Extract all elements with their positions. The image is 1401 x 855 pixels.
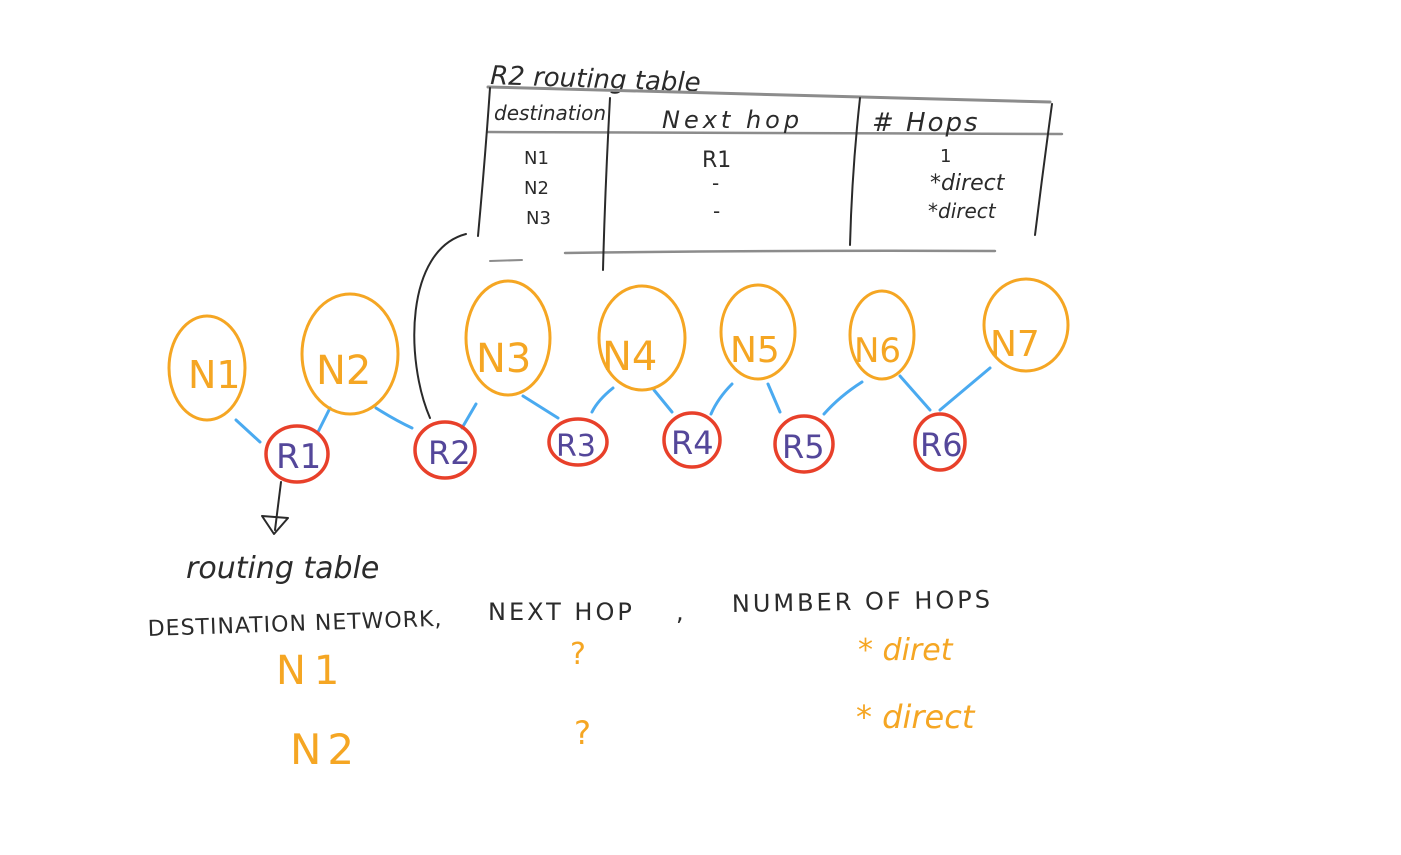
network-node-n1-outline <box>167 314 247 422</box>
link-n4-r3 <box>590 386 615 414</box>
row2-next-hop: - <box>712 171 719 195</box>
network-node-n4: N4 <box>597 284 687 392</box>
header-destination-network: DESTINATION NETWORK, <box>147 607 442 642</box>
network-node-n7: N7 <box>982 277 1070 373</box>
router-node-r4-label: R4 <box>671 424 714 462</box>
router-node-r5-outline <box>773 414 835 474</box>
routing-table-caption: routing table <box>186 551 379 586</box>
link-n1-r1 <box>234 418 262 444</box>
router-node-r1-outline <box>264 424 330 484</box>
link-n5-r4 <box>709 382 734 416</box>
row3-hops: *direct <box>928 199 997 223</box>
network-node-n6: N6 <box>848 289 916 381</box>
bottom-row2-destination: N2 <box>290 725 360 774</box>
table-bottom-rule-stub <box>489 259 523 262</box>
router-node-r1-label: R1 <box>276 437 321 477</box>
header-destination: destination <box>494 101 606 125</box>
table-left-border <box>477 87 491 237</box>
r2-routing-table: R2 routing table destination Next hop # … <box>413 61 1064 419</box>
header-number-of-hops: NUMBER OF HOPS <box>732 585 994 618</box>
bottom-row1-hops: * diret <box>858 633 954 668</box>
table-top-rule <box>486 85 1052 104</box>
link-n6-r5 <box>822 380 864 416</box>
router-node-r6: R6 <box>913 412 967 472</box>
arrow-shaft <box>274 481 282 531</box>
link-n5-r5 <box>766 382 782 414</box>
network-node-n7-label: N7 <box>990 324 1040 365</box>
router-node-r1: R1 <box>264 424 330 484</box>
network-node-n7-outline <box>982 277 1070 373</box>
network-node-n2: N2 <box>300 292 400 416</box>
row2-hops: *direct <box>930 171 1006 196</box>
link-n2-r1 <box>316 406 332 434</box>
router-node-r3-label: R3 <box>556 429 596 464</box>
router-node-r4-outline <box>662 411 722 469</box>
link-n3-r3 <box>521 394 560 420</box>
network-node-n2-outline <box>300 292 400 416</box>
network-links <box>234 366 992 444</box>
router-node-r4: R4 <box>662 411 722 469</box>
router-node-r3-outline <box>547 417 609 467</box>
bottom-row1-next-hop: ? <box>570 637 586 672</box>
row3-next-hop: - <box>713 199 720 223</box>
router-nodes: R1 R2 R3 R4 R5 R6 <box>264 411 967 484</box>
network-node-n6-outline <box>848 289 916 381</box>
table-divider-1 <box>602 97 611 271</box>
network-node-n6-label: N6 <box>854 331 901 371</box>
header-next-hop: Next hop <box>662 106 803 134</box>
bottom-row1-destination: N1 <box>276 648 347 694</box>
row1-destination: N1 <box>524 148 549 169</box>
network-node-n5-label: N5 <box>730 330 780 371</box>
table-right-border <box>1034 103 1053 236</box>
router-node-r3: R3 <box>547 417 609 467</box>
router-node-r5: R5 <box>773 414 835 474</box>
router-node-r6-outline <box>913 412 967 472</box>
network-nodes: N1 N2 N3 N4 N5 N6 N7 <box>167 277 1070 422</box>
link-n7-r6 <box>938 366 992 412</box>
link-n3-r2 <box>460 402 478 430</box>
router-node-r2: R2 <box>413 420 477 480</box>
network-node-n5: N5 <box>719 283 797 381</box>
link-n4-r4 <box>652 388 674 414</box>
network-node-n3: N3 <box>464 279 552 397</box>
row2-destination: N2 <box>524 178 549 199</box>
router-node-r6-label: R6 <box>920 426 963 464</box>
row1-hops: 1 <box>940 146 951 167</box>
table-bottom-rule <box>563 249 997 255</box>
table-to-r2-connector <box>413 233 467 419</box>
network-node-n4-outline <box>597 284 687 392</box>
router-node-r2-label: R2 <box>428 434 471 472</box>
r1-routing-table-notes: routing table DESTINATION NETWORK, NEXT … <box>147 551 993 774</box>
network-node-n5-outline <box>719 283 797 381</box>
router-node-r5-label: R5 <box>782 428 825 466</box>
r1-arrow <box>261 481 289 535</box>
link-n2-r2 <box>374 406 414 430</box>
arrow-head <box>261 515 289 535</box>
network-node-n1-label: N1 <box>188 353 241 397</box>
bottom-row2-next-hop: ? <box>574 714 591 752</box>
router-node-r2-outline <box>413 420 477 480</box>
network-node-n1: N1 <box>167 314 247 422</box>
link-n6-r6 <box>898 374 932 412</box>
header-comma: , <box>676 598 684 626</box>
row1-next-hop: R1 <box>702 148 731 173</box>
header-next-hop-bottom: NEXT HOP <box>488 598 635 626</box>
network-node-n2-label: N2 <box>316 348 371 394</box>
row3-destination: N3 <box>526 208 551 229</box>
network-node-n3-outline <box>464 279 552 397</box>
header-hops: # Hops <box>872 108 980 138</box>
table-divider-2 <box>849 97 861 246</box>
bottom-row2-hops: * direct <box>856 698 976 736</box>
table-header-rule <box>486 130 1064 136</box>
network-node-n3-label: N3 <box>476 336 531 382</box>
network-node-n4-label: N4 <box>602 334 657 380</box>
